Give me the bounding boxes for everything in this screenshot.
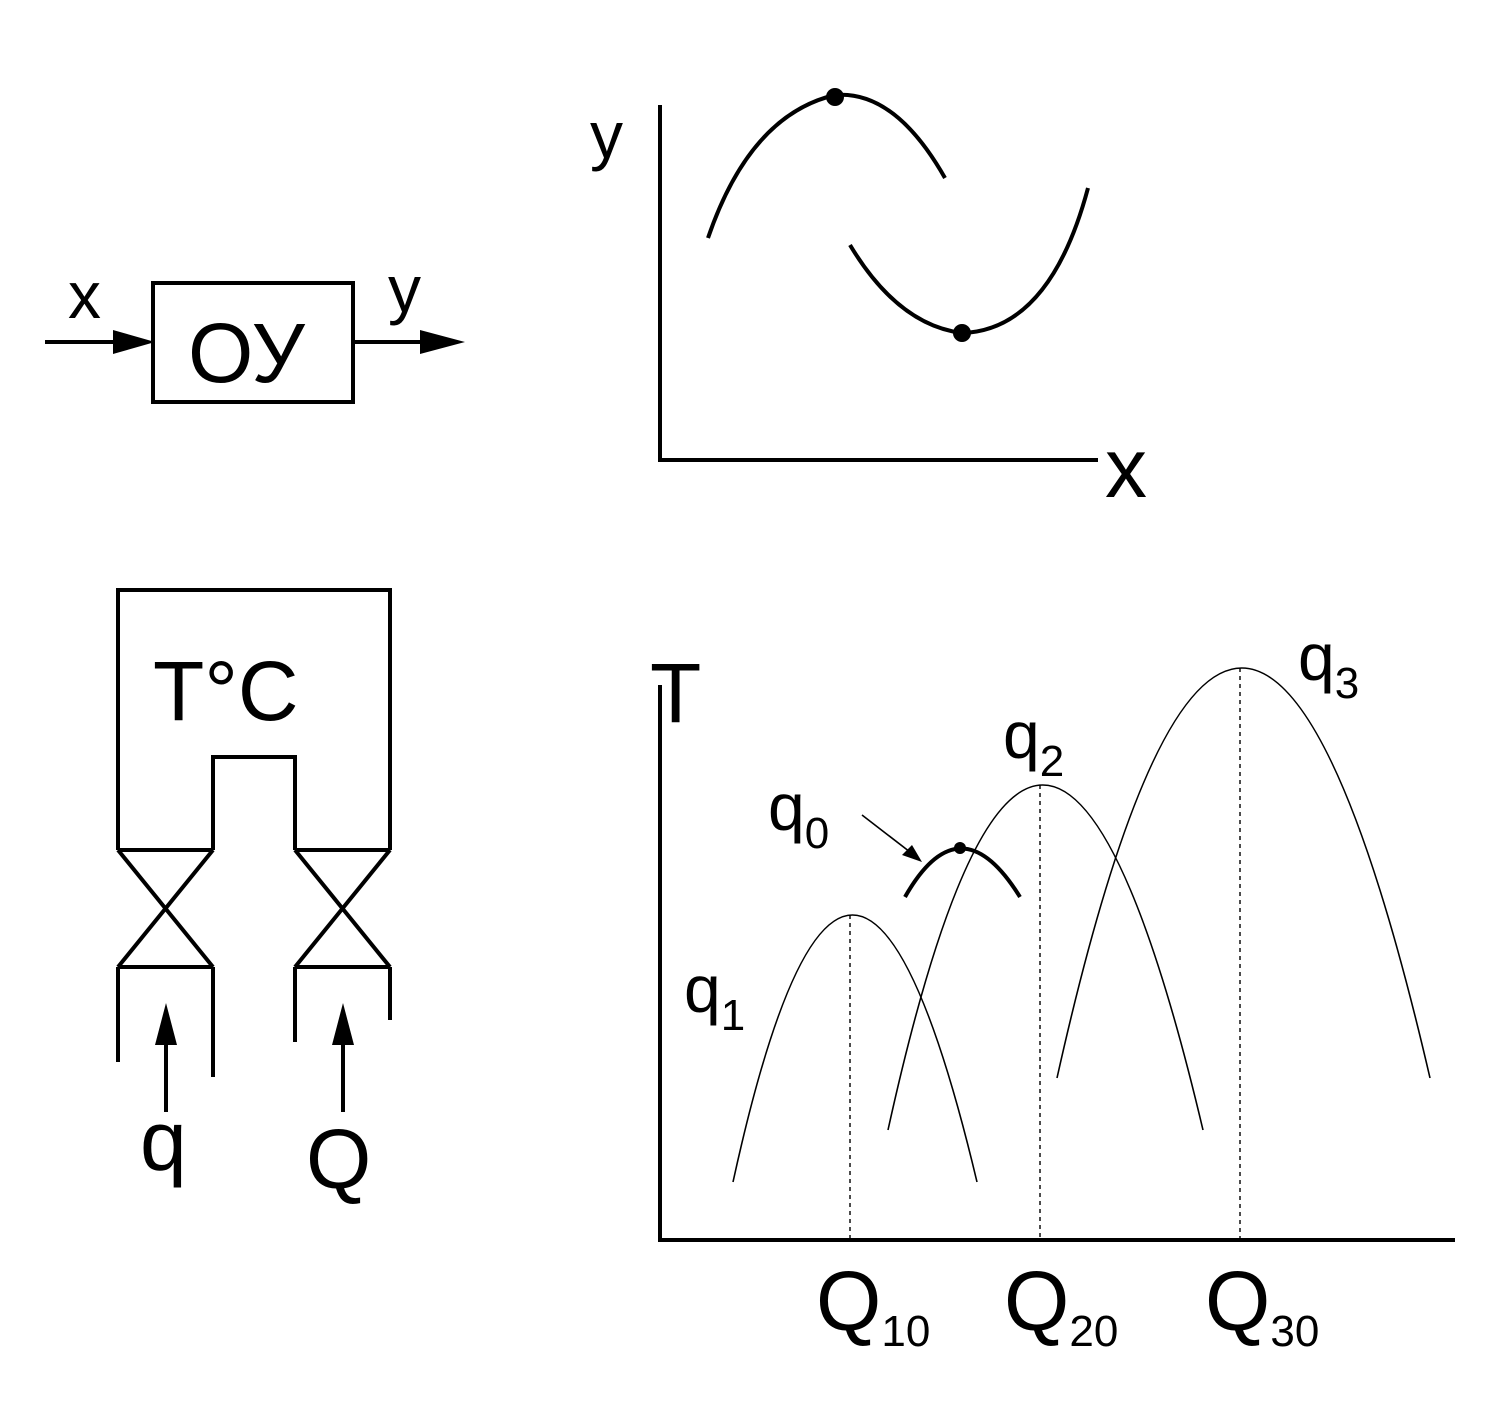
curve-plot-axes (658, 105, 1098, 462)
minimum-point (953, 324, 971, 342)
right-valve-icon (293, 848, 392, 969)
q0-pointer-head (902, 845, 922, 862)
q-input-label: q (140, 1094, 187, 1188)
q2-curve (887, 784, 1204, 1131)
q1-curve (732, 914, 978, 1183)
upper-branch-curve (706, 92, 947, 239)
q2-label: q2 (1003, 698, 1064, 786)
q0-label: q0 (768, 770, 829, 858)
Q30-tick-label: Q30 (1205, 1254, 1319, 1356)
lower-branch-curve (848, 187, 1090, 336)
Q-flow-arrow-head (332, 1003, 354, 1045)
q0-pointer-line (861, 814, 911, 853)
block-diagram: x ОУ y (45, 252, 465, 404)
Q20-tick-label: Q20 (1004, 1254, 1118, 1356)
maximum-point (826, 88, 844, 106)
furnace-schematic: T°C q Q (116, 588, 392, 1206)
q3-curve (1056, 667, 1431, 1079)
furnace-inner-partition (211, 755, 297, 850)
svg-text:Q20: Q20 (1004, 1254, 1118, 1356)
q3-label: q3 (1298, 620, 1359, 708)
object-box-label: ОУ (188, 306, 305, 400)
furnace-temp-label: T°C (153, 644, 299, 738)
q-flow-arrow-head (155, 1003, 177, 1045)
Q10-tick-label: Q10 (816, 1254, 930, 1356)
svg-text:Q10: Q10 (816, 1254, 930, 1356)
Q-input-label: Q (306, 1112, 371, 1206)
temperature-plot: T q0 q1 q2 q3 Q10 Q20 (650, 620, 1455, 1356)
q1-label: q1 (684, 952, 745, 1040)
curve-plot-x-label: x (1105, 421, 1147, 515)
output-label: y (388, 252, 421, 326)
input-arrow-head (113, 330, 155, 354)
svg-text:q0: q0 (768, 770, 829, 858)
temperature-plot-y-label: T (650, 646, 701, 740)
svg-text:q3: q3 (1298, 620, 1359, 708)
left-valve-icon (116, 848, 215, 969)
curve-plot-y-label: y (590, 98, 623, 172)
svg-text:q1: q1 (684, 952, 745, 1040)
q0-arc (903, 846, 1022, 899)
curve-plot: y x (590, 88, 1147, 515)
temperature-plot-axes (658, 685, 1455, 1242)
input-label: x (68, 258, 101, 332)
q0-operating-point (954, 842, 966, 854)
output-arrow-head (420, 330, 465, 354)
svg-text:q2: q2 (1003, 698, 1064, 786)
svg-text:Q30: Q30 (1205, 1254, 1319, 1356)
furnace-outline (116, 588, 392, 850)
